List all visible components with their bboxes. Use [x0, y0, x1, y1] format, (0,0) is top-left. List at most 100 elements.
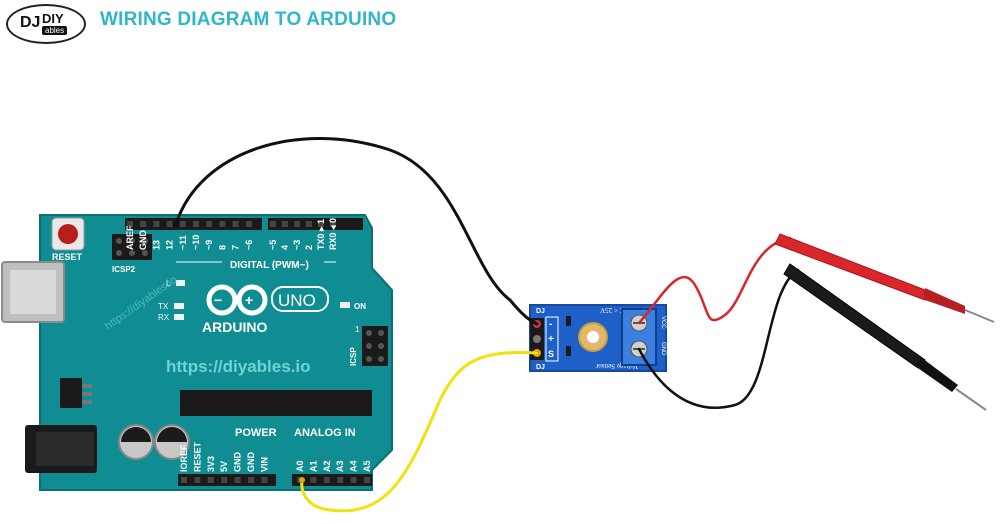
power-label: POWER	[235, 427, 277, 439]
power-pin-hole	[194, 477, 201, 483]
digital-pin-label: 4	[280, 245, 290, 250]
wire-end-gnd	[173, 221, 179, 227]
svg-text:−: −	[214, 292, 222, 308]
digital-pin-label: 8	[217, 245, 227, 250]
analog-pin-hole	[337, 477, 344, 483]
analog-pin-hole	[350, 477, 357, 483]
digital-pin-label: TX0 ▸ 1	[316, 219, 326, 250]
power-pin-label: GND	[246, 452, 256, 473]
analog-pin-label: A4	[349, 460, 359, 472]
digital-pin-hole	[232, 221, 239, 227]
icsp2-header	[112, 234, 152, 260]
digital-pin-label: ~5	[268, 240, 278, 250]
led-rx	[174, 314, 184, 320]
svg-text:+: +	[245, 292, 253, 308]
pin-plus-label: +	[548, 334, 554, 345]
digital-pin-label: 2	[304, 245, 314, 250]
digital-header-right	[268, 218, 363, 230]
reset-label: RESET	[52, 252, 83, 262]
digital-pin-label: 12	[165, 240, 175, 250]
led-on	[340, 302, 350, 308]
digital-pin-holes	[127, 221, 336, 227]
digital-pin-label: 13	[151, 240, 161, 250]
term-vcc-label: VCC	[660, 316, 666, 329]
digital-pin-hole	[270, 221, 276, 227]
digital-pin-hole	[140, 221, 147, 227]
analog-pin-hole	[323, 477, 330, 483]
voltage-sensor-module: - + S DJ DJ VCC < 25V Voltage Sensor VCC…	[529, 304, 667, 372]
capacitor-1	[118, 424, 154, 460]
power-pin-label: VIN	[259, 457, 269, 472]
power-pin-hole	[261, 477, 268, 483]
logo-mark: DJ	[20, 14, 41, 31]
analog-pin-hole	[364, 477, 370, 483]
digital-pin-label: 7	[231, 245, 241, 250]
analog-pin-label: A3	[335, 460, 345, 472]
power-pin-label: GND	[233, 452, 243, 473]
analog-pin-label: A2	[322, 460, 332, 472]
wire-end-a0	[299, 477, 305, 483]
wire-black-probe	[637, 268, 800, 409]
sensor-pin-plus	[533, 335, 541, 343]
power-pin-hole	[207, 477, 214, 483]
digital-pin-hole	[318, 221, 324, 227]
digital-label: DIGITAL (PWM~)	[230, 260, 309, 271]
digital-pin-label: GND	[138, 230, 148, 251]
watermark-large: https://diyables.io	[166, 357, 311, 376]
pin-s-label: S	[548, 349, 554, 359]
digital-pin-hole	[282, 221, 288, 227]
power-pin-label: 3V3	[206, 456, 216, 472]
microcontroller-chip	[180, 390, 372, 416]
board-body	[39, 214, 393, 491]
power-pin-hole	[248, 477, 254, 483]
voltage-regulator	[60, 378, 82, 408]
digital-pin-hole	[206, 221, 213, 227]
power-pin-hole	[221, 477, 228, 483]
analog-pin-label: A1	[308, 460, 318, 472]
red-probe	[774, 233, 995, 323]
digital-pin-hole	[245, 221, 252, 227]
digital-pin-label: RX0 ◂ 0	[328, 218, 338, 250]
power-pin-label: 5V	[219, 461, 229, 472]
sensor-name: Voltage Sensor	[595, 362, 638, 370]
arduino-infinity-icon	[206, 284, 268, 316]
capacitor-2	[154, 424, 190, 460]
page-title: WIRING DIAGRAM TO ARDUINO	[100, 9, 397, 30]
digital-pin-hole	[330, 221, 336, 227]
digital-pin-hole	[306, 221, 312, 227]
analog-pin-label: A0	[295, 460, 305, 472]
icsp2-label: ICSP2	[112, 265, 136, 274]
arduino-brand: ARDUINO	[202, 319, 267, 335]
led-rx-label: RX	[158, 313, 170, 322]
sensor-logo-top: DJ	[536, 308, 545, 315]
digital-pin-hole	[294, 221, 300, 227]
vcc-range-label: VCC < 25V	[600, 306, 634, 314]
digital-pin-hole	[127, 221, 133, 227]
power-pin-label: IOREF	[179, 444, 189, 472]
digital-pin-label: ~9	[204, 240, 214, 250]
wire-yellow-signal	[300, 351, 539, 513]
uno-badge	[271, 286, 329, 312]
digital-pin-hole	[193, 221, 199, 227]
wire-red-probe	[637, 236, 792, 325]
digital-pin-label: AREF	[125, 225, 135, 250]
analog-pin-hole	[310, 477, 317, 483]
uno-label: UNO	[278, 291, 316, 310]
sensor-logo-bottom: DJ	[536, 364, 545, 371]
digital-pin-hole	[179, 221, 186, 227]
digital-pin-hole	[219, 221, 226, 227]
power-pin-hole	[234, 477, 241, 483]
analog-label: ANALOG IN	[294, 427, 356, 439]
digital-pin-label: ~6	[244, 240, 254, 250]
led-tx-label: TX	[158, 302, 169, 311]
digital-pin-hole	[166, 221, 173, 227]
power-pin-hole	[181, 477, 187, 483]
led-l	[176, 280, 185, 286]
icsp-num: 1	[355, 325, 360, 334]
wire-black-gnd	[174, 137, 539, 326]
digital-pin-label: ~11	[178, 235, 188, 250]
icsp-label: ICSP	[349, 347, 358, 366]
